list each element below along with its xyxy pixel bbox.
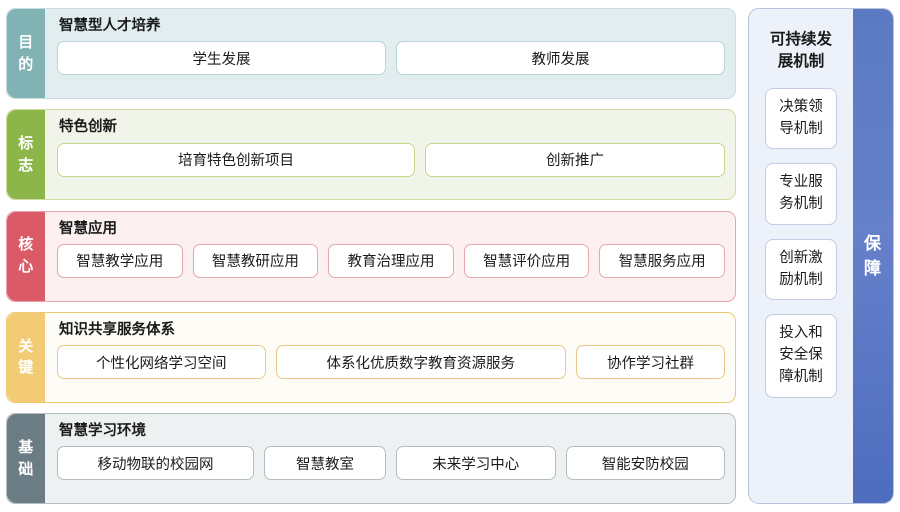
- layer-tab-purpose: 目 的: [7, 9, 45, 98]
- layer-row-core[interactable]: 核 心 智慧应用 智慧教学应用 智慧教研应用 教育治理应用 智慧评价应用 智慧服…: [6, 210, 736, 302]
- chip-innovation-promotion[interactable]: 创新推广: [425, 142, 725, 177]
- chip-teacher-development[interactable]: 教师发展: [396, 41, 725, 76]
- sustainable-mechanism-panel[interactable]: 可持续发 展机制 决策领 导机制 专业服 务机制 创新激 励机制 投入和 安全保…: [748, 8, 894, 504]
- layer-row-key[interactable]: 关 键 知识共享服务体系 个性化网络学习空间 体系化优质数字教育资源服务 协作学…: [6, 311, 736, 403]
- layer-body-key: 知识共享服务体系 个性化网络学习空间 体系化优质数字教育资源服务 协作学习社群: [45, 313, 735, 402]
- layer-tab-key: 关 键: [7, 312, 45, 402]
- chip-future-learning-center[interactable]: 未来学习中心: [396, 446, 556, 481]
- layer-title-sign: 特色创新: [59, 119, 117, 136]
- mech-card-innovation-incentive[interactable]: 创新激 励机制: [765, 238, 837, 301]
- chip-row-purpose: 学生发展 教师发展: [57, 41, 725, 76]
- guarantee-side-label: 保 障: [853, 9, 893, 503]
- chip-student-development[interactable]: 学生发展: [57, 41, 386, 76]
- layer-tab-char-1: 关: [18, 337, 34, 355]
- layer-row-sign[interactable]: 标 志 特色创新 培育特色创新项目 创新推广: [6, 109, 736, 201]
- chip-mobile-iot-campus-network[interactable]: 移动物联的校园网: [57, 446, 254, 481]
- layer-body-base: 智慧学习环境 移动物联的校园网 智慧教室 未来学习中心 智能安防校园: [45, 414, 735, 503]
- chip-smart-teaching-application[interactable]: 智慧教学应用: [57, 243, 183, 278]
- layer-body-core: 智慧应用 智慧教学应用 智慧教研应用 教育治理应用 智慧评价应用 智慧服务应用: [45, 212, 735, 301]
- mech-card-decision-leadership[interactable]: 决策领 导机制: [765, 87, 837, 150]
- mech-card-investment-security[interactable]: 投入和 安全保 障机制: [765, 314, 837, 398]
- layer-tab-char-2: 础: [18, 460, 34, 478]
- chip-row-sign: 培育特色创新项目 创新推广: [57, 142, 725, 177]
- chip-smart-research-application[interactable]: 智慧教研应用: [192, 243, 319, 278]
- layer-stack: 目 的 智慧型人才培养 学生发展 教师发展 标 志 特色创新 培育特色创新项目: [6, 8, 736, 504]
- layer-tab-sign: 标 志: [7, 110, 45, 200]
- guarantee-char-1: 保: [864, 233, 882, 253]
- layer-tab-base: 基 础: [7, 414, 45, 503]
- layer-tab-char-2: 键: [18, 359, 34, 377]
- layer-body-purpose: 智慧型人才培养 学生发展 教师发展: [45, 9, 735, 98]
- layer-tab-char-1: 核: [18, 236, 34, 254]
- chip-row-key: 个性化网络学习空间 体系化优质数字教育资源服务 协作学习社群: [57, 345, 725, 380]
- chip-intelligent-security-campus[interactable]: 智能安防校园: [565, 446, 725, 481]
- layer-tab-char-2: 志: [18, 156, 34, 174]
- layer-tab-char-2: 心: [18, 258, 34, 275]
- sustainable-mechanism-inner: 可持续发 展机制 决策领 导机制 专业服 务机制 创新激 励机制 投入和 安全保…: [749, 9, 853, 503]
- layer-body-sign: 特色创新 培育特色创新项目 创新推广: [45, 110, 735, 199]
- layer-title-key: 知识共享服务体系: [59, 321, 175, 338]
- layer-tab-char-1: 标: [18, 135, 34, 152]
- chip-systematic-quality-digital-education-resource-service[interactable]: 体系化优质数字教育资源服务: [275, 345, 566, 380]
- chip-row-base: 移动物联的校园网 智慧教室 未来学习中心 智能安防校园: [57, 446, 725, 481]
- chip-row-core: 智慧教学应用 智慧教研应用 教育治理应用 智慧评价应用 智慧服务应用: [57, 243, 725, 278]
- chip-smart-classroom[interactable]: 智慧教室: [263, 446, 386, 481]
- chip-cultivate-innovation-projects[interactable]: 培育特色创新项目: [57, 142, 415, 177]
- chip-smart-service-application[interactable]: 智慧服务应用: [599, 243, 725, 278]
- layer-tab-char-1: 基: [18, 438, 34, 456]
- layer-title-purpose: 智慧型人才培养: [59, 18, 161, 34]
- chip-personalized-network-learning-space[interactable]: 个性化网络学习空间: [57, 345, 266, 380]
- sustainable-mechanism-title: 可持续发 展机制: [769, 31, 832, 71]
- layer-tab-char-2: 的: [18, 55, 34, 73]
- chip-collaborative-learning-community[interactable]: 协作学习社群: [576, 345, 725, 380]
- mech-card-professional-service[interactable]: 专业服 务机制: [765, 163, 837, 225]
- chip-education-governance-application[interactable]: 教育治理应用: [328, 243, 454, 278]
- layer-row-base[interactable]: 基 础 智慧学习环境 移动物联的校园网 智慧教室 未来学习中心 智能安防校园: [6, 413, 736, 504]
- layer-tab-char-1: 目: [18, 33, 34, 51]
- layer-title-base: 智慧学习环境: [59, 423, 146, 439]
- layer-title-core: 智慧应用: [59, 220, 117, 237]
- chip-smart-evaluation-application[interactable]: 智慧评价应用: [463, 243, 590, 278]
- guarantee-char-2: 障: [864, 259, 882, 278]
- layer-row-purpose[interactable]: 目 的 智慧型人才培养 学生发展 教师发展: [6, 8, 736, 99]
- layer-tab-core: 核 心: [7, 211, 45, 301]
